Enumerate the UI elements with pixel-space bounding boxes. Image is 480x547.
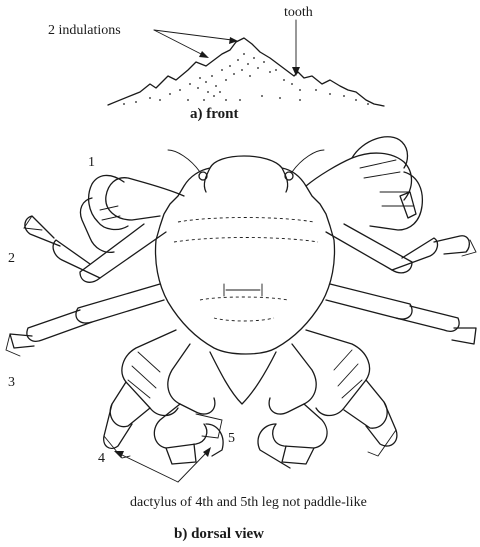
cardiac-mark: [214, 318, 274, 321]
carapace-groove-1: [178, 218, 314, 223]
caption-front: a) front: [190, 106, 238, 122]
leg-number-5: 5: [228, 431, 235, 446]
antenna-left: [168, 150, 200, 172]
leg-number-4: 4: [98, 451, 105, 466]
leg-4-right: [306, 330, 397, 456]
leg-3-left: [6, 284, 164, 356]
gastric-mark: [224, 284, 262, 296]
leg-2-right: [326, 224, 476, 273]
caption-dorsal: b) dorsal view: [174, 526, 264, 542]
antenna-right: [292, 150, 324, 172]
dactylus-note: dactylus of 4th and 5th leg not paddle-l…: [130, 495, 367, 510]
cheliped-left: [80, 175, 184, 252]
carapace-groove-2: [174, 238, 318, 243]
carapace-outline: [156, 156, 335, 354]
undulation-arrow-1: [154, 30, 205, 56]
leg-5-left: [154, 344, 223, 464]
label-tooth: tooth: [284, 5, 313, 20]
leg-number-3: 3: [8, 375, 15, 390]
carapace-groove-3: [200, 297, 288, 300]
dorsal-view-figure: 1 2 3 4 5 dactylus of 4th and 5th leg no…: [6, 137, 476, 542]
leg-4-left: [104, 330, 178, 458]
abdomen: [210, 352, 276, 404]
front-margin-outline: [108, 38, 384, 106]
front-stipple-shading: [123, 53, 369, 105]
cheliped-right: [306, 137, 422, 230]
undulation-arrow-2: [154, 30, 232, 40]
dactylus-arrow-5: [178, 452, 207, 482]
leg-number-2: 2: [8, 251, 15, 266]
undulation-arrowhead-2: [229, 37, 238, 44]
leg-number-1: 1: [88, 155, 95, 170]
leg-5-right: [258, 344, 327, 468]
undulation-arrowhead-1: [199, 51, 209, 58]
dactylus-arrowhead-4: [114, 451, 124, 458]
label-undulations: 2 indulations: [48, 23, 121, 38]
leg-3-right: [326, 284, 476, 344]
leg-2-left: [24, 216, 166, 282]
front-view-figure: 2 indulations tooth a) front: [48, 5, 384, 122]
